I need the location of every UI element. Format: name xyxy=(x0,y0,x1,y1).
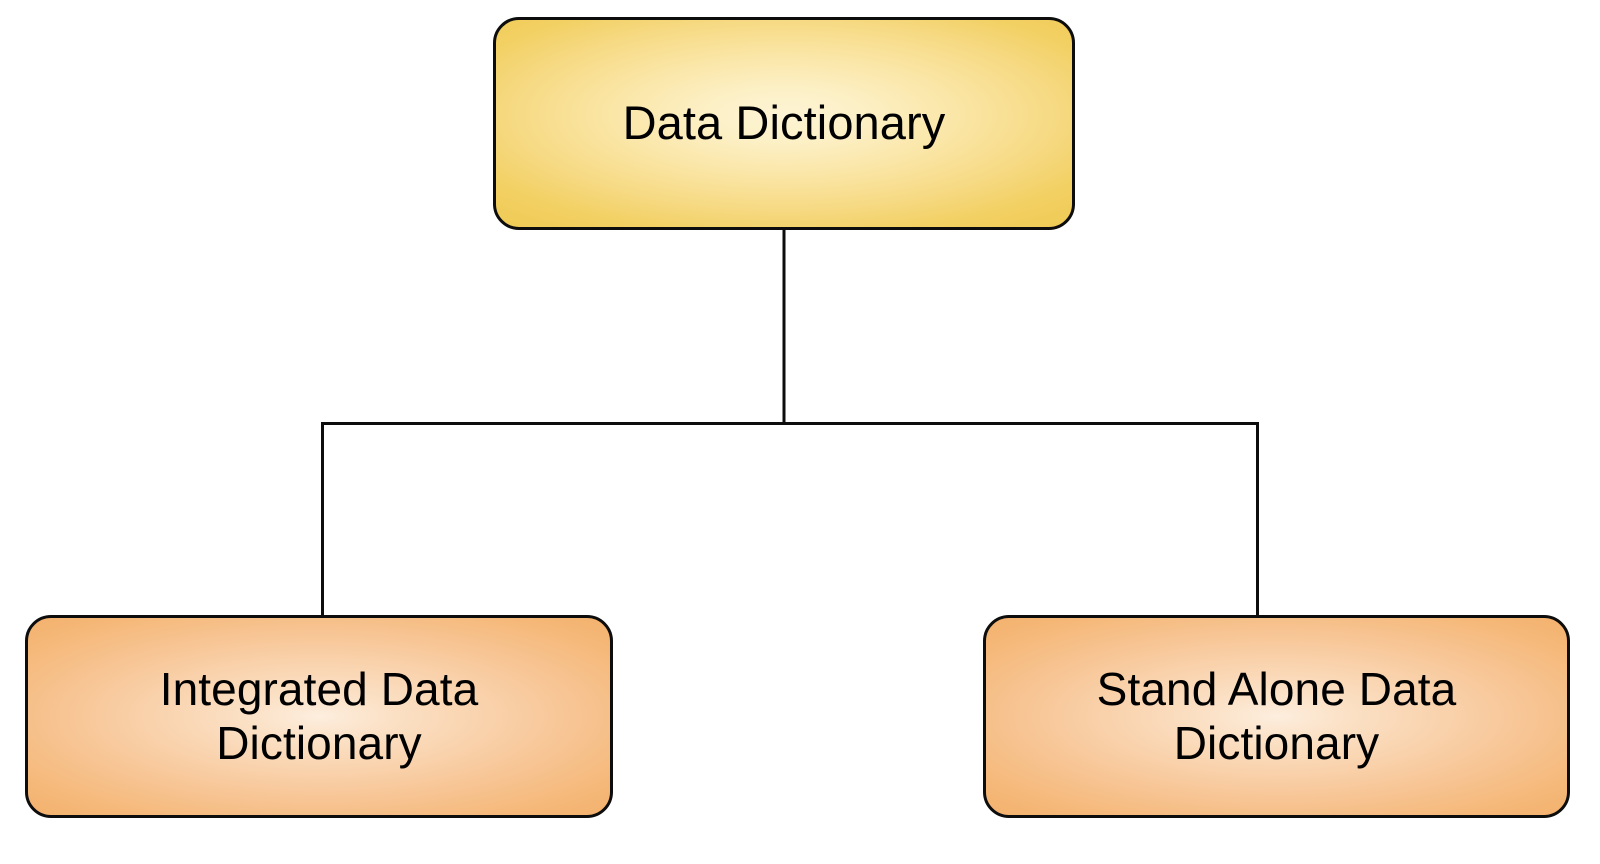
node-integrated-data-dictionary[interactable]: Integrated Data Dictionary xyxy=(25,615,613,818)
node-integrated-data-dictionary-label: Integrated Data Dictionary xyxy=(159,662,479,769)
node-data-dictionary[interactable]: Data Dictionary xyxy=(493,17,1075,230)
node-stand-alone-data-dictionary-label: Stand Alone Data Dictionary xyxy=(1096,662,1457,769)
node-stand-alone-data-dictionary[interactable]: Stand Alone Data Dictionary xyxy=(983,615,1570,818)
node-data-dictionary-label: Data Dictionary xyxy=(622,96,946,149)
